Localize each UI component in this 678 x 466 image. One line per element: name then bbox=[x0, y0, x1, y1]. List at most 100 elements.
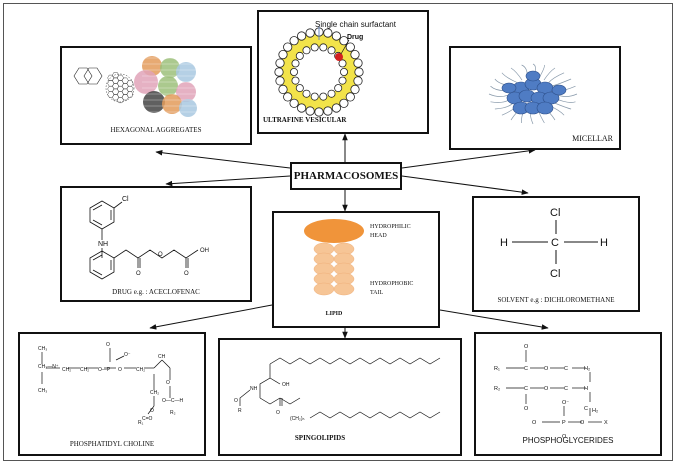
head-group-bead bbox=[289, 98, 299, 108]
svg-text:R₂: R₂ bbox=[170, 410, 176, 416]
svg-text:CH₂: CH₂ bbox=[62, 367, 71, 373]
head-group-bead bbox=[354, 67, 364, 77]
carbon-atom: C bbox=[551, 237, 559, 249]
svg-text:O: O bbox=[276, 410, 280, 416]
micellar-panel: MICELLAR bbox=[449, 46, 621, 150]
vesicle-head-groups bbox=[274, 27, 364, 117]
drug-annotation: Drug bbox=[347, 34, 363, 41]
spingolipids-caption: SPINGOLIPIDS bbox=[294, 434, 346, 442]
head-group-bead bbox=[274, 67, 284, 77]
phosphatidyl-choline-structure: CH₃ CH₃—N⁺ CH₃ CH₂ CH₂ O—P O O⁻ O CH₂ CH… bbox=[38, 342, 184, 426]
svg-text:O: O bbox=[532, 420, 537, 426]
ultrafine-vesicular-caption: ULTRAFINE VESICULAR bbox=[263, 116, 347, 124]
h-left: H bbox=[500, 237, 508, 249]
dichloromethane-structure: Cl C H H Cl bbox=[500, 207, 608, 280]
svg-text:NH: NH bbox=[250, 386, 258, 392]
phosphoglyceride-structure: R₁ O C O C H₂ R₂ C O C H O C H₂ O⁻ O P O… bbox=[494, 344, 608, 440]
head-label: HEAD bbox=[370, 233, 387, 239]
surfactant-tail bbox=[543, 67, 556, 81]
head-group-bead bbox=[302, 89, 311, 98]
svg-text:CH₂: CH₂ bbox=[150, 390, 159, 396]
surfactant-tail bbox=[552, 78, 572, 87]
lipid-illustration: HYDROPHILIC HEAD HYDROPHOBIC TAIL bbox=[304, 219, 413, 296]
svg-text:O—C—H: O—C—H bbox=[162, 398, 184, 404]
head-group-bead bbox=[296, 103, 307, 113]
head-group-bead bbox=[295, 84, 304, 93]
head-group-bead bbox=[305, 106, 315, 116]
svg-text:O—P: O—P bbox=[98, 367, 111, 373]
honeycomb-cell bbox=[121, 94, 129, 101]
head-group-bead bbox=[334, 84, 343, 93]
head-group-bead bbox=[289, 36, 299, 46]
surfactant-annotation: Single chain surfactant bbox=[315, 20, 397, 29]
head-group-bead bbox=[331, 31, 342, 41]
atom-o-ester: O bbox=[158, 252, 163, 258]
svg-text:P: P bbox=[562, 420, 566, 426]
head-group-bead bbox=[291, 59, 300, 68]
svg-text:OH: OH bbox=[282, 382, 290, 388]
svg-text:R₂: R₂ bbox=[494, 386, 500, 392]
svg-text:O: O bbox=[150, 408, 154, 414]
head-group-bead bbox=[339, 36, 349, 46]
tail-label: TAIL bbox=[370, 290, 384, 296]
head-group-bead bbox=[310, 92, 319, 101]
phosphatidyl-choline-caption: PHOSPHATIDYL CHOLINE bbox=[69, 440, 155, 448]
head-group-bead bbox=[350, 49, 360, 60]
svg-text:CH₃: CH₃ bbox=[38, 388, 47, 394]
head-group-bead bbox=[350, 84, 360, 95]
svg-text:O⁻: O⁻ bbox=[562, 400, 569, 406]
surfactant-tail bbox=[501, 72, 518, 84]
head-group-bead bbox=[331, 103, 342, 113]
svg-text:C: C bbox=[564, 366, 568, 372]
svg-text:O: O bbox=[234, 398, 238, 404]
head-group-bead bbox=[338, 59, 347, 68]
head-group-bead bbox=[345, 42, 355, 52]
svg-text:H₂: H₂ bbox=[592, 408, 598, 414]
svg-text:R₁: R₁ bbox=[138, 420, 144, 426]
head-group-bead bbox=[291, 76, 300, 85]
head-group-bead bbox=[323, 106, 333, 116]
svg-text:CH₂: CH₂ bbox=[136, 367, 145, 373]
head-group-bead bbox=[296, 31, 307, 41]
head-group-bead bbox=[295, 51, 304, 60]
svg-text:O: O bbox=[562, 434, 567, 440]
spingolipids-panel: OH NH O O (CH₂)ₙ R SPINGOLIPIDS bbox=[218, 338, 462, 456]
surfactant-tail bbox=[510, 67, 523, 81]
svg-text:H₂: H₂ bbox=[584, 366, 590, 372]
head-group-bead bbox=[323, 28, 333, 38]
head-group-bead bbox=[302, 46, 311, 55]
hydrophilic-label: HYDROPHILIC bbox=[370, 224, 411, 230]
head-group-bead bbox=[278, 84, 288, 95]
svg-text:O: O bbox=[544, 366, 549, 372]
head-group-bead bbox=[319, 92, 328, 101]
svg-text:O: O bbox=[106, 342, 110, 348]
svg-text:C: C bbox=[524, 386, 528, 392]
head-group-bead bbox=[314, 107, 324, 117]
lipid-caption: LIPID bbox=[325, 311, 343, 317]
honeycomb-cluster bbox=[107, 72, 134, 103]
svg-text:(CH₂)ₙ: (CH₂)ₙ bbox=[290, 416, 305, 422]
head-group-bead bbox=[283, 92, 293, 102]
svg-text:O: O bbox=[580, 420, 585, 426]
phosphoglycerides-caption: PHOSPHOGLYCERIDES bbox=[522, 436, 614, 445]
svg-text:O: O bbox=[118, 367, 122, 373]
svg-text:O: O bbox=[544, 386, 549, 392]
svg-text:O: O bbox=[524, 406, 529, 412]
atom-oh: OH bbox=[200, 248, 209, 254]
pharmacosomes-label: PHARMACOSOMES bbox=[293, 170, 399, 182]
solvent-panel: Cl C H H Cl SOLVENT e.g : DICHLOROMETHAN… bbox=[472, 196, 640, 312]
head-group-bead bbox=[305, 28, 315, 38]
hydrophobic-label: HYDROPHOBIC bbox=[370, 281, 413, 287]
drug-molecule bbox=[335, 53, 343, 61]
pharmacosomes-box: PHARMACOSOMES bbox=[290, 162, 402, 190]
svg-text:C=O: C=O bbox=[142, 416, 153, 422]
head-group-bead bbox=[339, 98, 349, 108]
cl-bottom: Cl bbox=[550, 268, 560, 280]
svg-text:X: X bbox=[604, 420, 608, 426]
svg-text:R₁: R₁ bbox=[494, 366, 500, 372]
drug-panel: Cl NH O O O OH DRUG e.g. : ACECLOFENAC bbox=[60, 186, 252, 302]
hydrophilic-head bbox=[304, 219, 364, 243]
svg-text:CH₂: CH₂ bbox=[80, 367, 89, 373]
head-group-bead bbox=[275, 76, 285, 86]
head-group-bead bbox=[275, 58, 285, 68]
